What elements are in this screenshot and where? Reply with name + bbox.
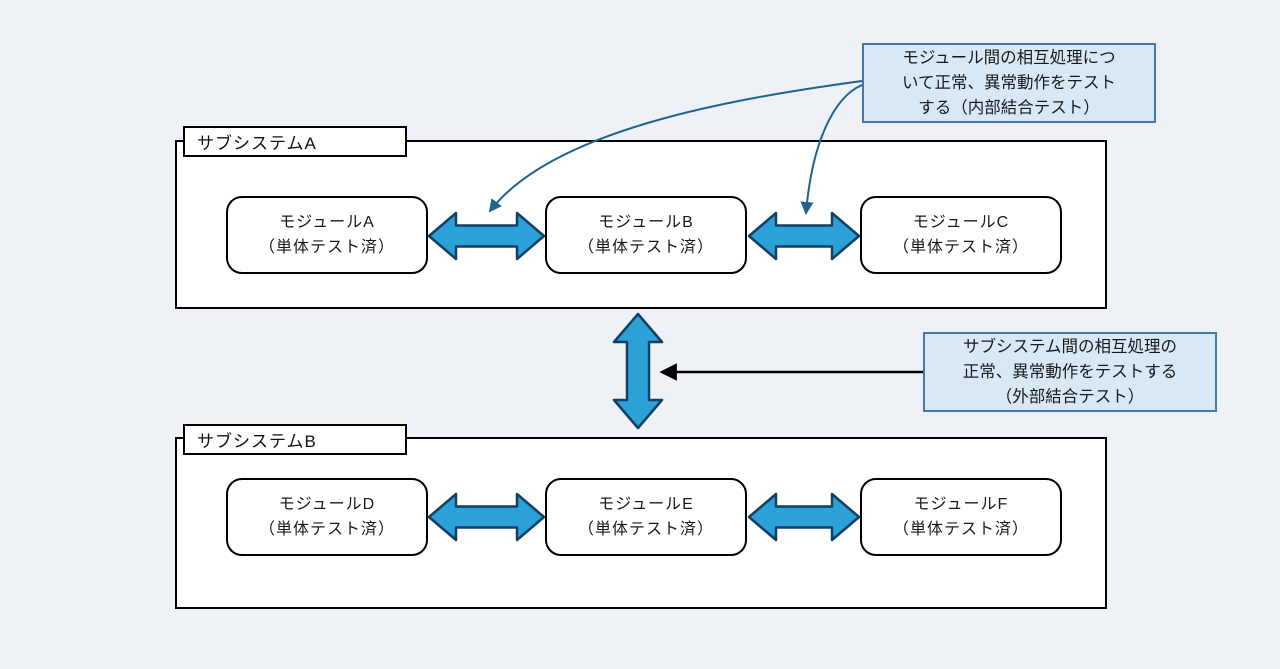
external-test-callout-line2: 正常、異常動作をテストする	[962, 362, 1178, 381]
module-b-status: （単体テスト済）	[577, 239, 714, 256]
internal-test-callout-line1: モジュール間の相互処理につ	[902, 48, 1116, 67]
subsystem-b-label: サブシステムB	[183, 424, 407, 455]
module-a-box: モジュールA （単体テスト済）	[226, 196, 428, 274]
module-a-name: モジュールA	[279, 214, 375, 231]
module-f-status: （単体テスト済）	[892, 521, 1029, 538]
module-d-status: （単体テスト済）	[258, 521, 395, 538]
subsystem-a-label: サブシステムA	[183, 126, 407, 157]
module-f-name: モジュールF	[913, 496, 1009, 513]
internal-test-callout-line2: いて正常、異常動作をテスト	[901, 73, 1116, 92]
module-f-box: モジュールF （単体テスト済）	[860, 478, 1062, 556]
subsystem-a-b-arrow-icon	[612, 312, 664, 430]
module-c-box: モジュールC （単体テスト済）	[860, 196, 1062, 274]
internal-test-callout: モジュール間の相互処理につ いて正常、異常動作をテスト する（内部結合テスト）	[862, 43, 1156, 123]
module-e-box: モジュールE （単体テスト済）	[545, 478, 747, 556]
module-c-name: モジュールC	[912, 214, 1010, 231]
internal-test-callout-line3: する（内部結合テスト）	[918, 98, 1100, 117]
module-d-name: モジュールD	[278, 496, 376, 513]
module-b-box: モジュールB （単体テスト済）	[545, 196, 747, 274]
module-e-name: モジュールE	[598, 496, 694, 513]
module-c-status: （単体テスト済）	[892, 239, 1029, 256]
external-test-callout-line1: サブシステム間の相互処理の	[962, 337, 1177, 356]
module-a-status: （単体テスト済）	[258, 239, 395, 256]
external-test-callout-line3: （外部結合テスト）	[995, 387, 1145, 406]
module-b-name: モジュールB	[598, 214, 694, 231]
subsystem-a-label-text: サブシステムA	[197, 134, 317, 153]
external-test-callout: サブシステム間の相互処理の 正常、異常動作をテストする （外部結合テスト）	[923, 332, 1217, 412]
subsystem-b-label-text: サブシステムB	[197, 432, 317, 451]
module-d-box: モジュールD （単体テスト済）	[226, 478, 428, 556]
module-e-status: （単体テスト済）	[577, 521, 714, 538]
